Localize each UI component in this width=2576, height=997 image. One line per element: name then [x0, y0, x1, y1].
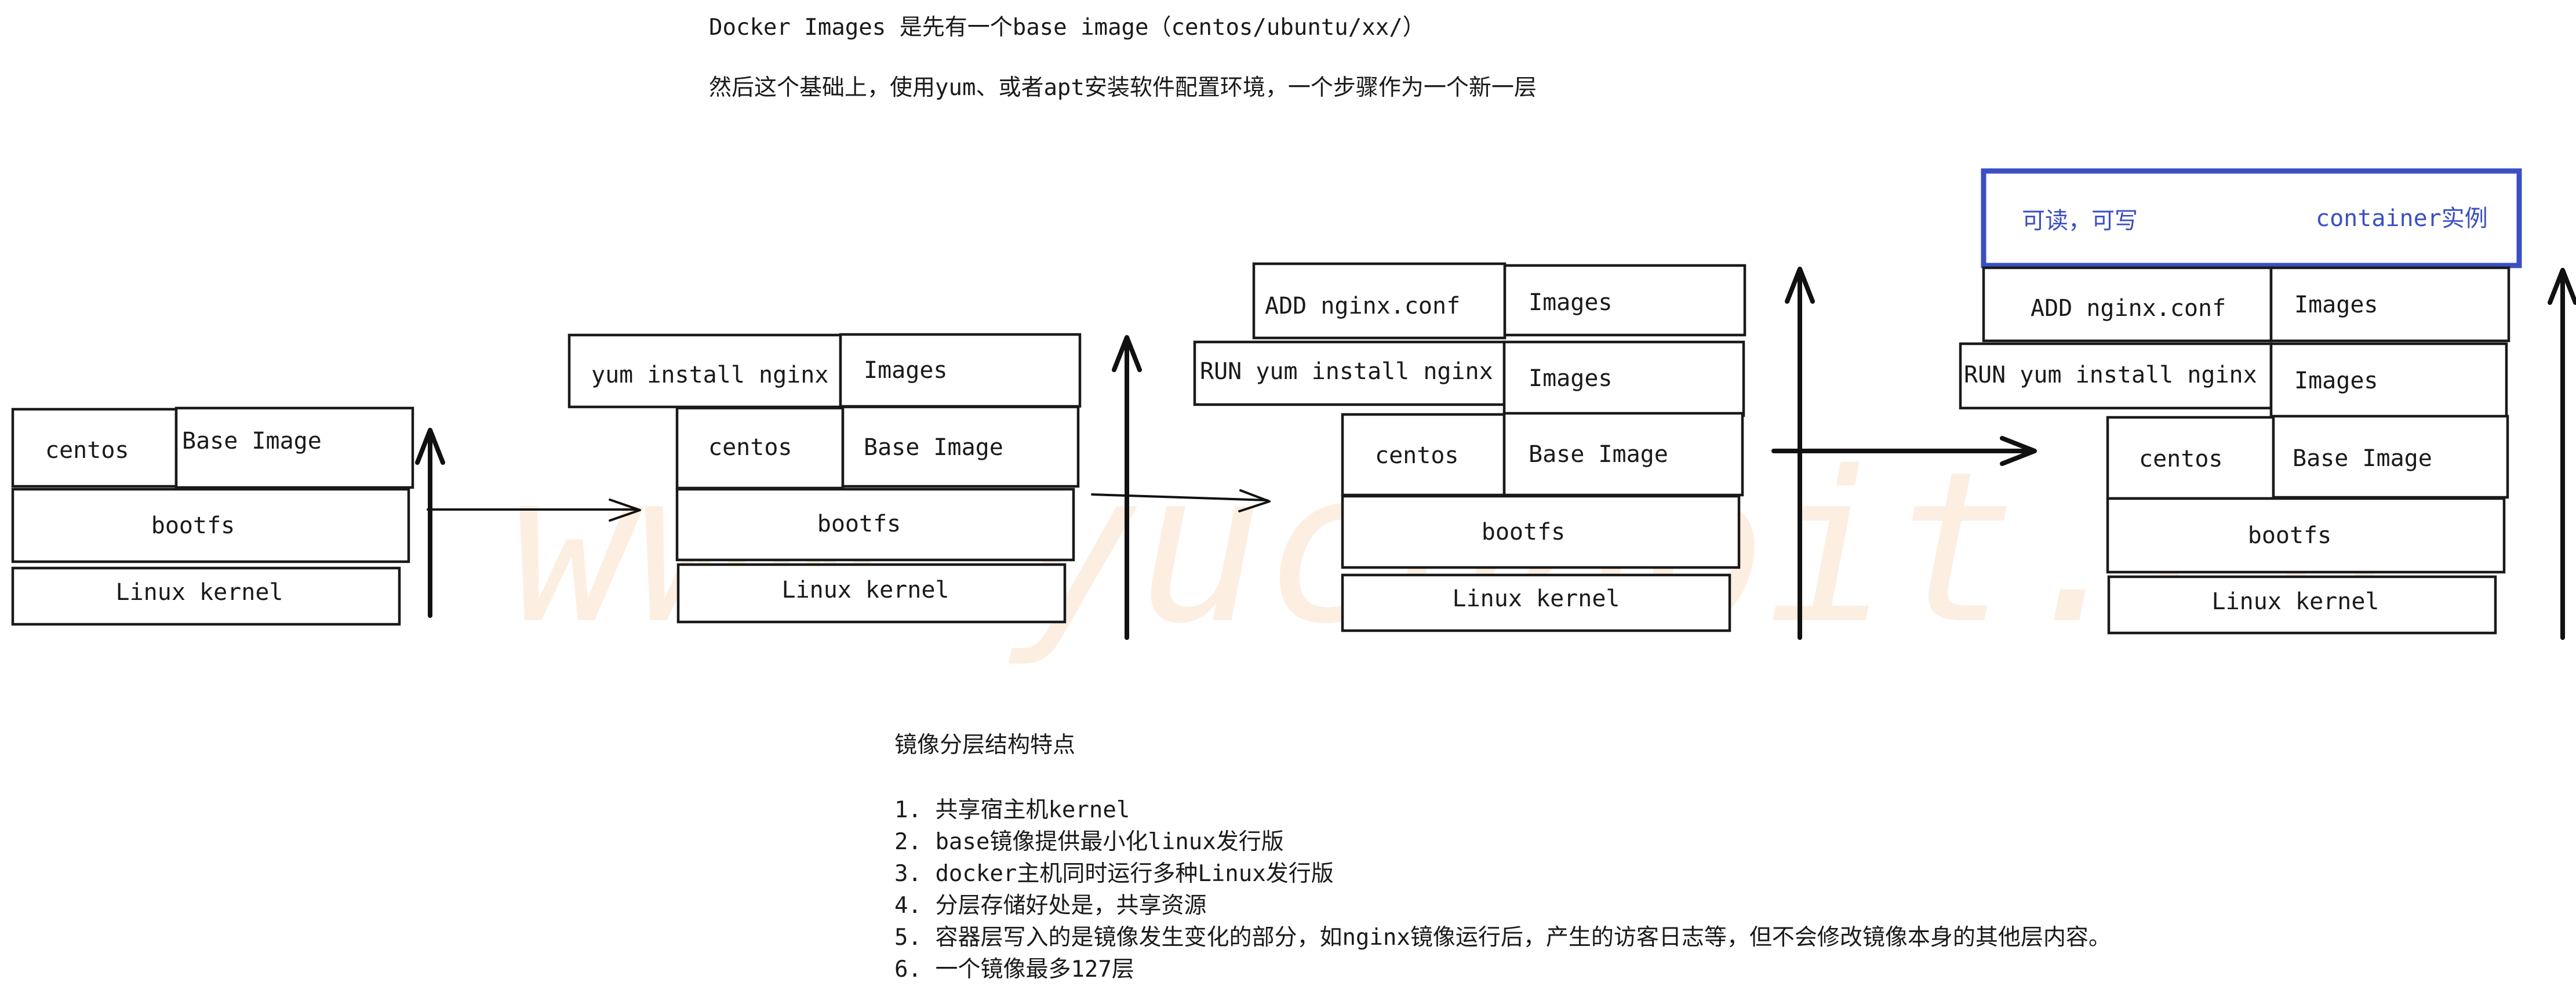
container-layer-instance-label: container实例: [2316, 205, 2488, 232]
up-arrow-3: [1785, 267, 1815, 640]
up-arrow-2: [1112, 335, 1142, 640]
layer-base-image-label: Base Image: [864, 434, 1003, 461]
layer-centos-command-label: centos: [1375, 442, 1459, 469]
layer-yum-install-nginx-box: [567, 333, 842, 409]
layer-base-image-label: Base Image: [1529, 441, 1668, 468]
layer-bootfs-box: [11, 487, 410, 563]
notes-item-3: 3. docker主机同时运行多种Linux发行版: [894, 861, 1334, 887]
layer-add-nginx-conf-label: ADD nginx.conf: [1265, 293, 1460, 319]
layer-linux-kernel-label: Linux kernel: [116, 579, 283, 606]
layer-linux-kernel-label: Linux kernel: [782, 577, 949, 603]
layer-base-image-box: [174, 406, 414, 489]
layer-bootfs-box: [1341, 494, 1741, 569]
notes-item-1: 1. 共享宿主机kernel: [894, 797, 1130, 823]
layer-linux-kernel-label: Linux kernel: [1453, 585, 1620, 612]
header-line-2: 然后这个基础上，使用yum、或者apt安装软件配置环境，一个步骤作为一个新一层: [709, 75, 1537, 101]
right-arrow-1: [427, 499, 641, 522]
layer-base-image-label: Base Image: [2293, 445, 2432, 472]
layer-bootfs-box: [2106, 497, 2506, 574]
layer-images-box: [1502, 340, 1745, 417]
layer-features-notes: 镜像分层结构特点 1. 共享宿主机kernel 2. base镜像提供最小化li…: [894, 732, 2111, 983]
layer-run-yum-install-nginx-label: RUN yum install nginx: [1200, 358, 1493, 385]
notes-item-6: 6. 一个镜像最多127层: [894, 956, 1134, 983]
right-arrow-2: [1091, 489, 1271, 512]
layer-linux-kernel-box: [11, 566, 401, 626]
layer-images-label: Images: [2294, 367, 2378, 394]
layer-base-image-label: Base Image: [182, 428, 322, 454]
layer-images-label: Images: [1529, 365, 1613, 392]
header-line-1: Docker Images 是先有一个base image（centos/ubu…: [709, 14, 1425, 41]
stack-3: ADD nginx.conf Images RUN yum install ng…: [1193, 262, 1747, 632]
layer-bootfs-label: bootfs: [151, 512, 235, 539]
layer-base-image-box: [1502, 412, 1744, 497]
container-layer-box: [1981, 168, 2522, 268]
layer-centos-command-box: [675, 406, 845, 490]
layer-add-nginx-conf-box: [1252, 262, 1507, 340]
container-layer-rw-label: 可读，可写: [2022, 208, 2138, 234]
layer-images-box: [839, 333, 1082, 408]
layer-linux-kernel-box: [1341, 573, 1731, 632]
layer-centos-command-box: [11, 407, 178, 488]
right-arrow-3: [1771, 436, 2037, 466]
layer-bootfs-box: [675, 487, 1075, 562]
up-arrow-4: [2548, 268, 2576, 640]
stack-1: centos Base Image bootfs Linux kernel: [11, 406, 414, 626]
layer-centos-command-box: [2106, 416, 2275, 500]
layer-add-nginx-conf-label: ADD nginx.conf: [2031, 295, 2226, 322]
layer-bootfs-label: bootfs: [2248, 522, 2332, 549]
layer-run-yum-install-nginx-box: [1193, 340, 1506, 406]
layer-add-nginx-conf-box: [1982, 266, 2273, 343]
layer-linux-kernel-label: Linux kernel: [2212, 588, 2379, 615]
layer-images-box: [1503, 264, 1747, 337]
layer-images-box: [2269, 266, 2510, 343]
layer-centos-command-label: centos: [45, 437, 129, 464]
layer-bootfs-label: bootfs: [1482, 519, 1566, 545]
notes-item-4: 4. 分层存储好处是，共享资源: [894, 893, 1206, 919]
layer-yum-install-nginx-label: yum install nginx: [591, 362, 828, 388]
layer-centos-command-label: centos: [2139, 446, 2223, 472]
stack-2: yum install nginx Images centos Base Ima…: [567, 333, 1082, 624]
layer-base-image-box: [841, 405, 1080, 488]
notes-item-5: 5. 容器层写入的是镜像发生变化的部分，如nginx镜像运行后，产生的访客日志等…: [894, 925, 2111, 951]
layer-images-label: Images: [2294, 292, 2378, 318]
notes-title: 镜像分层结构特点: [894, 732, 1075, 758]
layer-run-yum-install-nginx-label: RUN yum install nginx: [1964, 362, 2257, 388]
stack-4: 可读，可写 container实例 ADD nginx.conf Images …: [1959, 168, 2522, 635]
up-arrow-1: [415, 428, 445, 618]
notes-item-2: 2. base镜像提供最小化linux发行版: [894, 829, 1284, 855]
layer-bootfs-label: bootfs: [817, 511, 901, 537]
layer-linux-kernel-box: [676, 563, 1067, 624]
layer-images-label: Images: [1529, 289, 1613, 316]
layer-centos-command-label: centos: [708, 434, 792, 461]
layer-images-box: [2269, 342, 2508, 419]
layer-images-label: Images: [864, 357, 948, 384]
layer-linux-kernel-box: [2107, 575, 2497, 635]
